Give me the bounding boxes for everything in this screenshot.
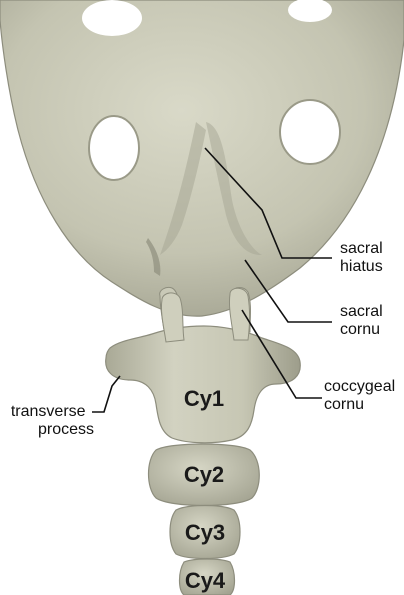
label-coccygeal-cornu: coccygeal cornu <box>324 378 400 413</box>
coccygeal-cornu-right <box>229 288 249 340</box>
sacral-foramen-left <box>89 116 139 180</box>
vertebra-label-cy1: Cy1 <box>184 386 224 411</box>
label-sacral-hiatus-line2: hiatus <box>340 258 383 275</box>
label-transverse-process-line2: process <box>38 421 94 438</box>
label-coccygeal-cornu-line2: cornu <box>324 396 364 413</box>
label-sacral-cornu-line1: sacral <box>340 303 383 320</box>
vertebra-label-cy4: Cy4 <box>185 568 226 593</box>
label-sacral-cornu: sacral cornu <box>340 303 387 338</box>
vertebra-label-cy2: Cy2 <box>184 462 224 487</box>
coccyx <box>106 288 301 595</box>
vertebra-cy1-shape <box>106 326 301 443</box>
coccygeal-cornu-left <box>161 293 184 342</box>
label-transverse-process: transverse process <box>11 403 94 438</box>
sacral-foramen-right <box>280 100 340 164</box>
upper-foramen-left <box>82 0 142 36</box>
label-transverse-process-line1: transverse <box>11 403 86 420</box>
label-sacral-hiatus-line1: sacral <box>340 240 383 257</box>
vertebra-label-cy3: Cy3 <box>185 520 225 545</box>
sacrum <box>0 0 404 332</box>
leader-transverse-process <box>92 376 120 412</box>
label-sacral-cornu-line2: cornu <box>340 321 380 338</box>
label-sacral-hiatus: sacral hiatus <box>340 240 387 275</box>
label-coccygeal-cornu-line1: coccygeal <box>324 378 395 395</box>
